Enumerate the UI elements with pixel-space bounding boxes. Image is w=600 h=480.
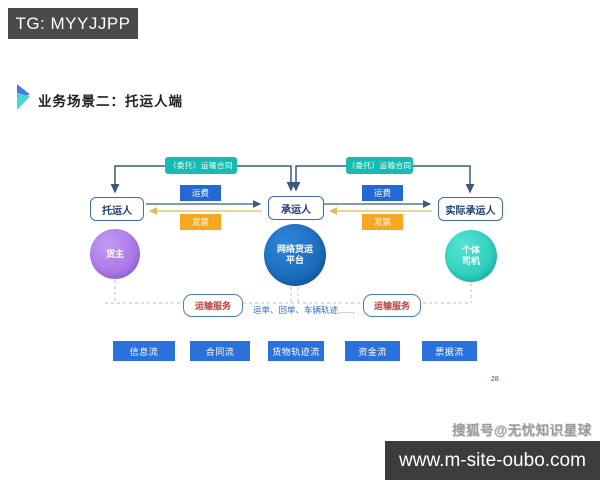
entity-carrier: 承运人 [268, 196, 324, 220]
site-url-bar: www.m-site-oubo.com [385, 441, 600, 480]
actor-cargo-owner-label: 货主 [105, 248, 124, 259]
page-title: 业务场景二：托运人端 [38, 93, 183, 109]
tg-badge-text: TG: MYYJJPP [15, 13, 131, 33]
actor-platform-label: 网络货运平台 [276, 244, 313, 265]
contract-pill-left: （委托）运输合同 [165, 157, 237, 174]
invoice-tag-left: 发票 [180, 214, 221, 230]
invoice-tag-right: 发票 [362, 214, 403, 230]
actor-cargo-owner: 货主 [90, 229, 140, 279]
watermark-text: 搜狐号@无忧知识星球 [452, 423, 592, 438]
flow-button-info: 信息流 [113, 341, 175, 361]
actor-platform: 网络货运平台 [264, 224, 326, 286]
flow-button-contract: 合同流 [190, 341, 250, 361]
site-url-text: www.m-site-oubo.com [399, 449, 586, 471]
actor-driver-label: 个体司机 [461, 245, 480, 266]
flow-button-capital: 资金流 [345, 341, 400, 361]
actor-driver: 个体司机 [445, 230, 497, 282]
service-box-right: 运输服务 [363, 294, 421, 317]
waybill-note: 运单、回单、车辆轨迹…… [253, 305, 356, 315]
fee-tag-left: 运费 [180, 185, 221, 201]
tg-badge: TG: MYYJJPP [8, 8, 138, 39]
contract-pill-right: （委托）运输合同 [346, 157, 413, 174]
fee-tag-right: 运费 [362, 185, 403, 201]
title-arrow-icon [16, 84, 31, 115]
flow-button-cargo-track: 货物轨迹流 [268, 341, 324, 361]
entity-actual-carrier: 实际承运人 [438, 197, 503, 221]
page-number: 28 [491, 376, 499, 383]
entity-shipper: 托运人 [90, 197, 144, 221]
flow-button-bill: 票据流 [422, 341, 477, 361]
slide-title-row: 业务场景二：托运人端 [16, 84, 183, 115]
service-box-left: 运输服务 [183, 294, 243, 317]
